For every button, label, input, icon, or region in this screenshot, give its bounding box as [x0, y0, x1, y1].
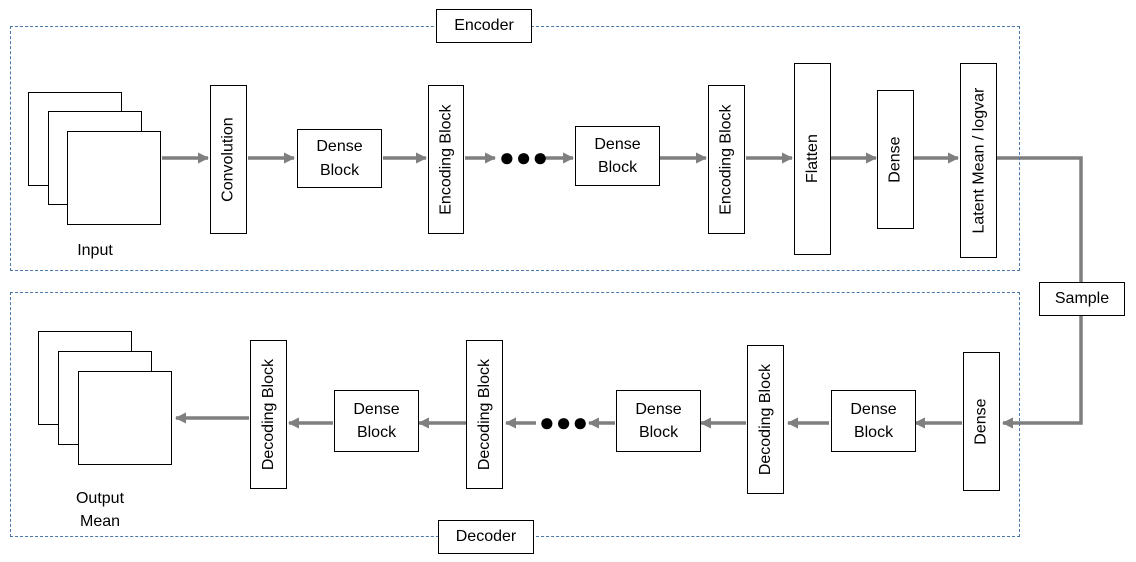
- input-label: Input: [77, 242, 113, 259]
- encoding-block-1-label: Encoding Block: [437, 104, 455, 215]
- decoder-ellipsis: ●●●: [539, 407, 590, 437]
- decoder-title: Decoder: [438, 520, 534, 554]
- encoder-dense-block-2: Dense Block: [575, 126, 660, 186]
- decoder-dense: Dense: [963, 352, 1000, 491]
- encoder-dense-label: Dense: [886, 136, 904, 183]
- encoder-ellipsis: ●●●: [499, 142, 550, 172]
- decoding-block-3: Decoding Block: [250, 340, 287, 489]
- output-image-stack-front: [78, 371, 172, 465]
- decoding-block-2-label: Decoding Block: [475, 358, 493, 471]
- decoder-dense-block-2: Dense Block: [616, 390, 701, 452]
- encoder-dense-block-1: Dense Block: [297, 129, 382, 188]
- encoder-dense: Dense: [877, 90, 914, 229]
- decoder-dense-block-1-label: Dense Block: [850, 400, 897, 441]
- decoder-dense-block-3: Dense Block: [334, 390, 419, 452]
- encoder-dense-block-2-label: Dense Block: [594, 135, 641, 176]
- decoder-dense-block-3-label: Dense Block: [353, 400, 400, 441]
- flatten-block: Flatten: [794, 63, 831, 255]
- encoder-title: Encoder: [436, 9, 532, 43]
- decoding-block-3-label: Decoding Block: [259, 358, 277, 471]
- decoding-block-2: Decoding Block: [466, 340, 503, 489]
- convolution-block: Convolution: [210, 85, 247, 234]
- output-mean-label: Output Mean: [75, 490, 125, 531]
- latent-mean-logvar-block: Latent Mean / logvar: [960, 63, 997, 258]
- latent-mean-logvar-label: Latent Mean / logvar: [969, 87, 987, 234]
- sample-label: Sample: [1054, 290, 1110, 308]
- decoder-dense-label: Dense: [972, 398, 990, 445]
- sample-box: Sample: [1039, 282, 1125, 316]
- input-image-stack-front: [67, 131, 161, 225]
- decoding-block-1: Decoding Block: [747, 345, 784, 494]
- decoder-dense-block-1: Dense Block: [831, 390, 916, 452]
- encoding-block-1: Encoding Block: [428, 85, 464, 234]
- decoder-dense-block-2-label: Dense Block: [635, 400, 682, 441]
- flatten-label: Flatten: [803, 134, 821, 184]
- decoding-block-1-label: Decoding Block: [756, 363, 774, 476]
- encoding-block-2: Encoding Block: [708, 85, 745, 234]
- encoder-dense-block-1-label: Dense Block: [316, 138, 363, 179]
- convolution-label: Convolution: [219, 117, 237, 202]
- encoding-block-2-label: Encoding Block: [717, 104, 735, 215]
